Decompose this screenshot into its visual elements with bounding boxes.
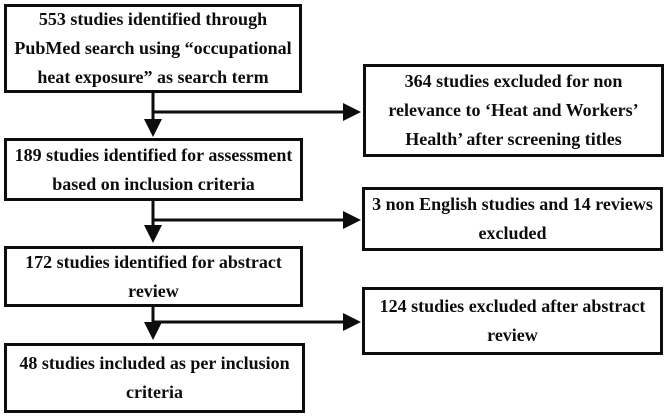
flow-box-excluded-non-english-reviews: 3 non English studies and 14 reviews exc… bbox=[362, 187, 663, 251]
flow-box-assessment-189: 189 studies identified for assessment ba… bbox=[4, 138, 303, 201]
flow-box-assessment-189-text: 189 studies identified for assessment ba… bbox=[14, 144, 293, 194]
flow-box-included-48: 48 studies included as per inclusion cri… bbox=[4, 343, 305, 413]
flow-box-excluded-364-text: 364 studies excluded for non relevance t… bbox=[388, 71, 639, 149]
flow-box-excluded-124: 124 studies excluded after abstract revi… bbox=[362, 287, 663, 355]
flow-box-identified-553-text: 553 studies identified through PubMed se… bbox=[14, 9, 292, 87]
flow-box-abstract-review-172-text: 172 studies identified for abstract revi… bbox=[25, 251, 282, 301]
flow-box-abstract-review-172: 172 studies identified for abstract revi… bbox=[4, 246, 303, 307]
flow-box-included-48-text: 48 studies included as per inclusion cri… bbox=[19, 353, 290, 402]
flow-box-excluded-non-english-reviews-text: 3 non English studies and 14 reviews exc… bbox=[372, 194, 653, 243]
flow-box-excluded-364: 364 studies excluded for non relevance t… bbox=[363, 64, 664, 157]
flow-box-identified-553: 553 studies identified through PubMed se… bbox=[4, 4, 302, 93]
flow-box-excluded-124-text: 124 studies excluded after abstract revi… bbox=[379, 296, 646, 345]
